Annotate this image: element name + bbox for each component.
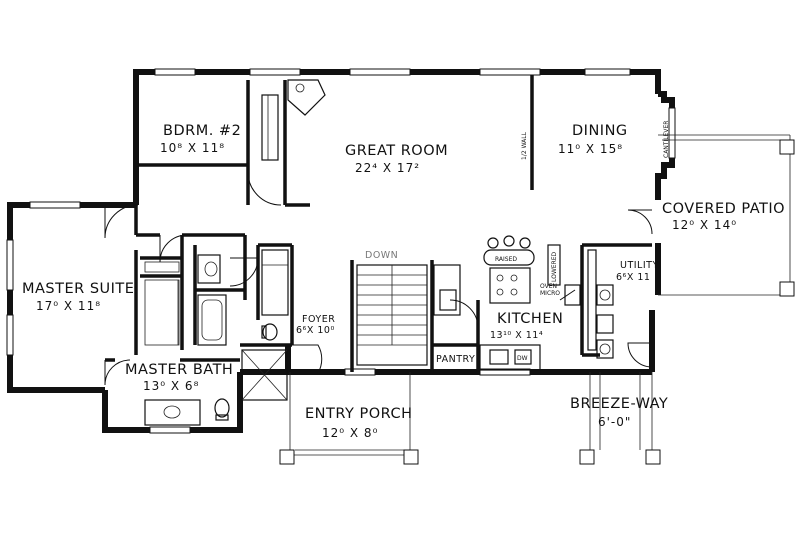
down-note: DOWN bbox=[365, 250, 398, 261]
interior-walls bbox=[105, 75, 652, 372]
covered-patio-name: COVERED PATIO bbox=[662, 201, 785, 217]
staircase bbox=[356, 264, 428, 366]
covered-patio-size: 12⁰ X 14⁰ bbox=[672, 218, 737, 232]
breeze-way-size: 6'-0" bbox=[598, 415, 631, 429]
entry-porch-name: ENTRY PORCH bbox=[305, 406, 413, 422]
utility-size: 6⁶X 11 bbox=[616, 272, 650, 283]
half-wall-note: 1/2 WALL bbox=[521, 131, 528, 160]
micro-note: MICRO bbox=[540, 290, 560, 297]
master-suite-size: 17⁰ X 11⁸ bbox=[36, 299, 101, 313]
master-bath-size: 13⁰ X 6⁸ bbox=[143, 379, 199, 393]
master-suite-name: MASTER SUITE bbox=[22, 281, 134, 297]
raised-note: RAISED bbox=[495, 256, 517, 263]
porches bbox=[279, 134, 795, 465]
annotations: 1/2 WALL CANTILEVER DOWN RAISED LOWERED … bbox=[365, 121, 670, 365]
doors bbox=[104, 171, 653, 386]
great-room-size: 22⁴ X 17² bbox=[355, 161, 420, 175]
foyer-size: 6⁶X 10⁰ bbox=[296, 325, 335, 336]
windows bbox=[6, 68, 676, 434]
foyer-name: FOYER bbox=[302, 314, 335, 325]
fixtures bbox=[144, 79, 614, 426]
bdrm2-size: 10⁸ X 11⁸ bbox=[160, 141, 225, 155]
dining-size: 11⁰ X 15⁸ bbox=[558, 142, 623, 156]
bdrm2-name: BDRM. #2 bbox=[163, 123, 241, 139]
great-room-name: GREAT ROOM bbox=[345, 143, 448, 159]
oven-note: OVEN bbox=[540, 283, 557, 290]
cantilever-note: CANTILEVER bbox=[663, 121, 670, 158]
entry-porch-size: 12⁰ X 8⁰ bbox=[322, 426, 378, 440]
master-bath-name: MASTER BATH bbox=[125, 362, 233, 378]
pantry-note: PANTRY bbox=[436, 354, 475, 365]
kitchen-island bbox=[483, 235, 535, 304]
kitchen-name: KITCHEN bbox=[497, 311, 563, 327]
room-labels: BDRM. #2 10⁸ X 11⁸ GREAT ROOM 22⁴ X 17² … bbox=[22, 123, 785, 440]
dw-note: DW bbox=[517, 355, 528, 362]
dining-name: DINING bbox=[572, 123, 628, 139]
breeze-way-name: BREEZE-WAY bbox=[570, 396, 668, 412]
lowered-note: LOWERED bbox=[551, 251, 558, 282]
kitchen-size: 13¹⁰ X 11⁴ bbox=[490, 330, 543, 341]
utility-name: UTILITY bbox=[620, 260, 659, 271]
